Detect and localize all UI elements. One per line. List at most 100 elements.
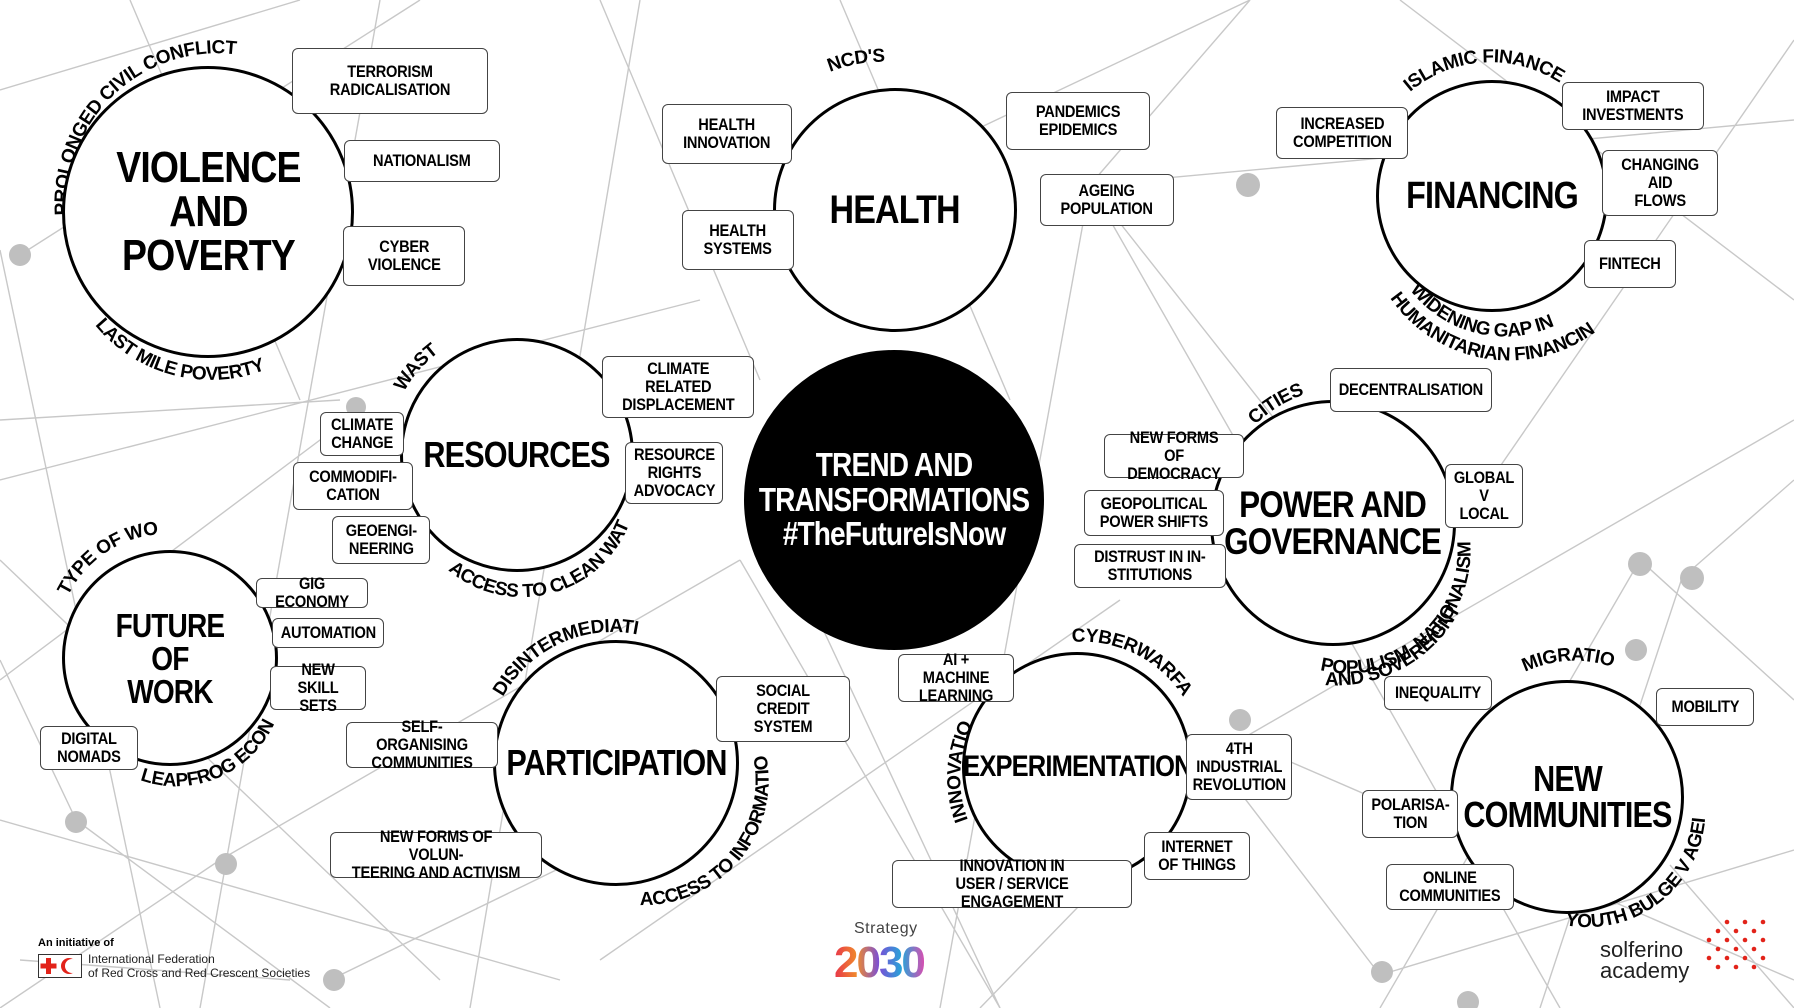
network-node: [1229, 709, 1251, 731]
tag-inequality: INEQUALITY: [1384, 676, 1492, 710]
network-node: [215, 853, 237, 875]
tag-self-organising-communities: SELF-ORGANISING COMMUNITIES: [346, 718, 498, 771]
circle-title: POWER AND GOVERNANCE: [1224, 484, 1443, 562]
network-line: [0, 299, 701, 481]
circle-title: EXPERIMENTATION: [962, 750, 1192, 783]
circle-title: TREND AND TRANSFORMATIONS #TheFutureIsNo…: [758, 446, 1030, 553]
tag-ageing-population: AGEING POPULATION: [1040, 174, 1174, 226]
tag-changing-aid-flows: CHANGING AID FLOWS: [1602, 150, 1718, 216]
network-line: [1089, 0, 1251, 186]
network-node: [1371, 961, 1393, 983]
strategy-word: Strategy: [854, 920, 918, 937]
circle-title: PARTICIPATION: [505, 742, 727, 783]
network-node: [1625, 639, 1647, 661]
network-node: [65, 811, 87, 833]
tag-cyber-violence: CYBER VIOLENCE: [343, 226, 465, 286]
solferino-dot: [1760, 937, 1766, 943]
solferino-dot: [1733, 946, 1739, 952]
solferino-dot: [1724, 955, 1730, 961]
solferino-dot: [1760, 955, 1766, 961]
solferino-dot: [1742, 955, 1748, 961]
tag-resource-rights-advocacy: RESOURCE RIGHTS ADVOCACY: [625, 442, 723, 504]
tag-commodification: COMMODIFI- CATION: [293, 462, 413, 510]
network-line: [0, 859, 221, 1008]
solferino-dot: [1706, 955, 1712, 961]
tag-health-innovation: HEALTH INNOVATION: [662, 104, 792, 164]
strategy-year: 2030: [834, 938, 926, 987]
solferino-dot: [1715, 928, 1721, 934]
tag-digital-nomads: DIGITAL NOMADS: [40, 726, 138, 770]
network-line: [599, 0, 761, 381]
tag-innovation-in-user-service-engagement: INNOVATION IN USER / SERVICE ENGAGEMENT: [892, 857, 1132, 910]
network-line: [75, 819, 331, 1008]
circle-violence-and-poverty: VIOLENCE AND POVERTY: [62, 66, 354, 358]
tag-gig-economy: GIG ECONOMY: [256, 575, 368, 610]
solferino-dot: [1742, 937, 1748, 943]
solferino-dot: [1724, 937, 1730, 943]
network-node: [1236, 173, 1260, 197]
solferino-dot: [1706, 937, 1712, 943]
circle-new-communities: NEW COMMUNITIES: [1450, 680, 1684, 914]
solferino-dot: [1751, 946, 1757, 952]
network-node: [323, 969, 345, 991]
circle-trend-and-transformations: TREND AND TRANSFORMATIONS #TheFutureIsNo…: [744, 350, 1044, 650]
tag-polarisation: POLARISA- TION: [1362, 790, 1458, 838]
circle-health: HEALTH: [773, 88, 1017, 332]
tag-ai-machine-learning: AI + MACHINE LEARNING: [898, 651, 1014, 704]
tag-new-forms-of-democracy: NEW FORMS OF DEMOCRACY: [1104, 429, 1244, 482]
network-line: [739, 559, 1001, 1008]
circle-title: VIOLENCE AND POVERTY: [115, 143, 301, 280]
tag-climate-related-displacement: CLIMATE RELATED DISPLACEMENT: [602, 356, 754, 418]
network-line: [1669, 864, 1794, 1008]
solferino-dot: [1760, 919, 1766, 925]
tag-online-communities: ONLINE COMMUNITIES: [1386, 864, 1514, 910]
circle-title: NEW COMMUNITIES: [1462, 758, 1672, 835]
tag-increased-competition: INCREASED COMPETITION: [1276, 107, 1408, 159]
circle-title: FUTURE OF WORK: [115, 606, 226, 710]
tag-nationalism: NATIONALISM: [344, 140, 500, 182]
circle-title: RESOURCES: [423, 434, 611, 475]
network-node: [9, 244, 31, 266]
circle-resources: RESOURCES: [400, 338, 634, 572]
network-line: [1239, 419, 1794, 741]
network-line: [0, 819, 561, 981]
ifrc-initiative: An initiative of International Federatio…: [38, 937, 368, 987]
circle-power-and-governance: POWER AND GOVERNANCE: [1210, 400, 1456, 646]
network-node: [1457, 991, 1479, 1008]
tag-climate-change: CLIMATE CHANGE: [320, 412, 404, 456]
solferino-academy-logo: solferino academy: [1600, 915, 1790, 995]
solferino-dot: [1751, 928, 1757, 934]
solferino-dot: [1742, 919, 1748, 925]
network-line: [0, 0, 301, 91]
network-line: [219, 559, 741, 861]
tag-pandemics-epidemics: PANDEMICS EPIDEMICS: [1006, 92, 1150, 150]
tag-geoengineering: GEOENGI- NEERING: [332, 516, 430, 564]
tag-distrust-in-institutions: DISTRUST IN IN- STITUTIONS: [1074, 544, 1226, 588]
solferino-dot-mark-icon: [1706, 919, 1766, 970]
circle-title: FINANCING: [1406, 175, 1579, 217]
circle-participation: PARTICIPATION: [493, 640, 739, 886]
arc-label-ncds: NCD'S: [825, 46, 885, 77]
tag-geopolitical-power-shifts: GEOPOLITICAL POWER SHIFTS: [1084, 490, 1224, 536]
tag-health-systems: HEALTH SYSTEMS: [682, 210, 794, 270]
solferino-dot: [1751, 964, 1757, 970]
solferino-dot: [1724, 919, 1730, 925]
solferino-dot: [1733, 928, 1739, 934]
solferino-dot: [1715, 964, 1721, 970]
tag-internet-of-things: INTERNET OF THINGS: [1144, 832, 1250, 880]
tag-terrorism-radicalisation: TERRORISM RADICALISATION: [292, 48, 488, 114]
ifrc-name: International Federation of Red Cross an…: [88, 952, 311, 980]
circle-title: HEALTH: [829, 188, 961, 232]
solferino-dot: [1733, 964, 1739, 970]
network-node: [1680, 566, 1704, 590]
tag-automation: AUTOMATION: [272, 618, 384, 648]
solferino-academy-word: solferino academy: [1600, 937, 1690, 983]
network-line: [1681, 479, 1794, 579]
tag-fintech: FINTECH: [1584, 240, 1676, 288]
tag-new-forms-of-volunteering: NEW FORMS OF VOLUN- TEERING AND ACTIVISM: [330, 828, 542, 881]
network-line: [799, 579, 1001, 1008]
tag-mobility: MOBILITY: [1656, 688, 1754, 726]
red-cross-crescent-logo: [38, 954, 82, 978]
tag-new-skill-sets: NEW SKILL SETS: [270, 661, 366, 714]
